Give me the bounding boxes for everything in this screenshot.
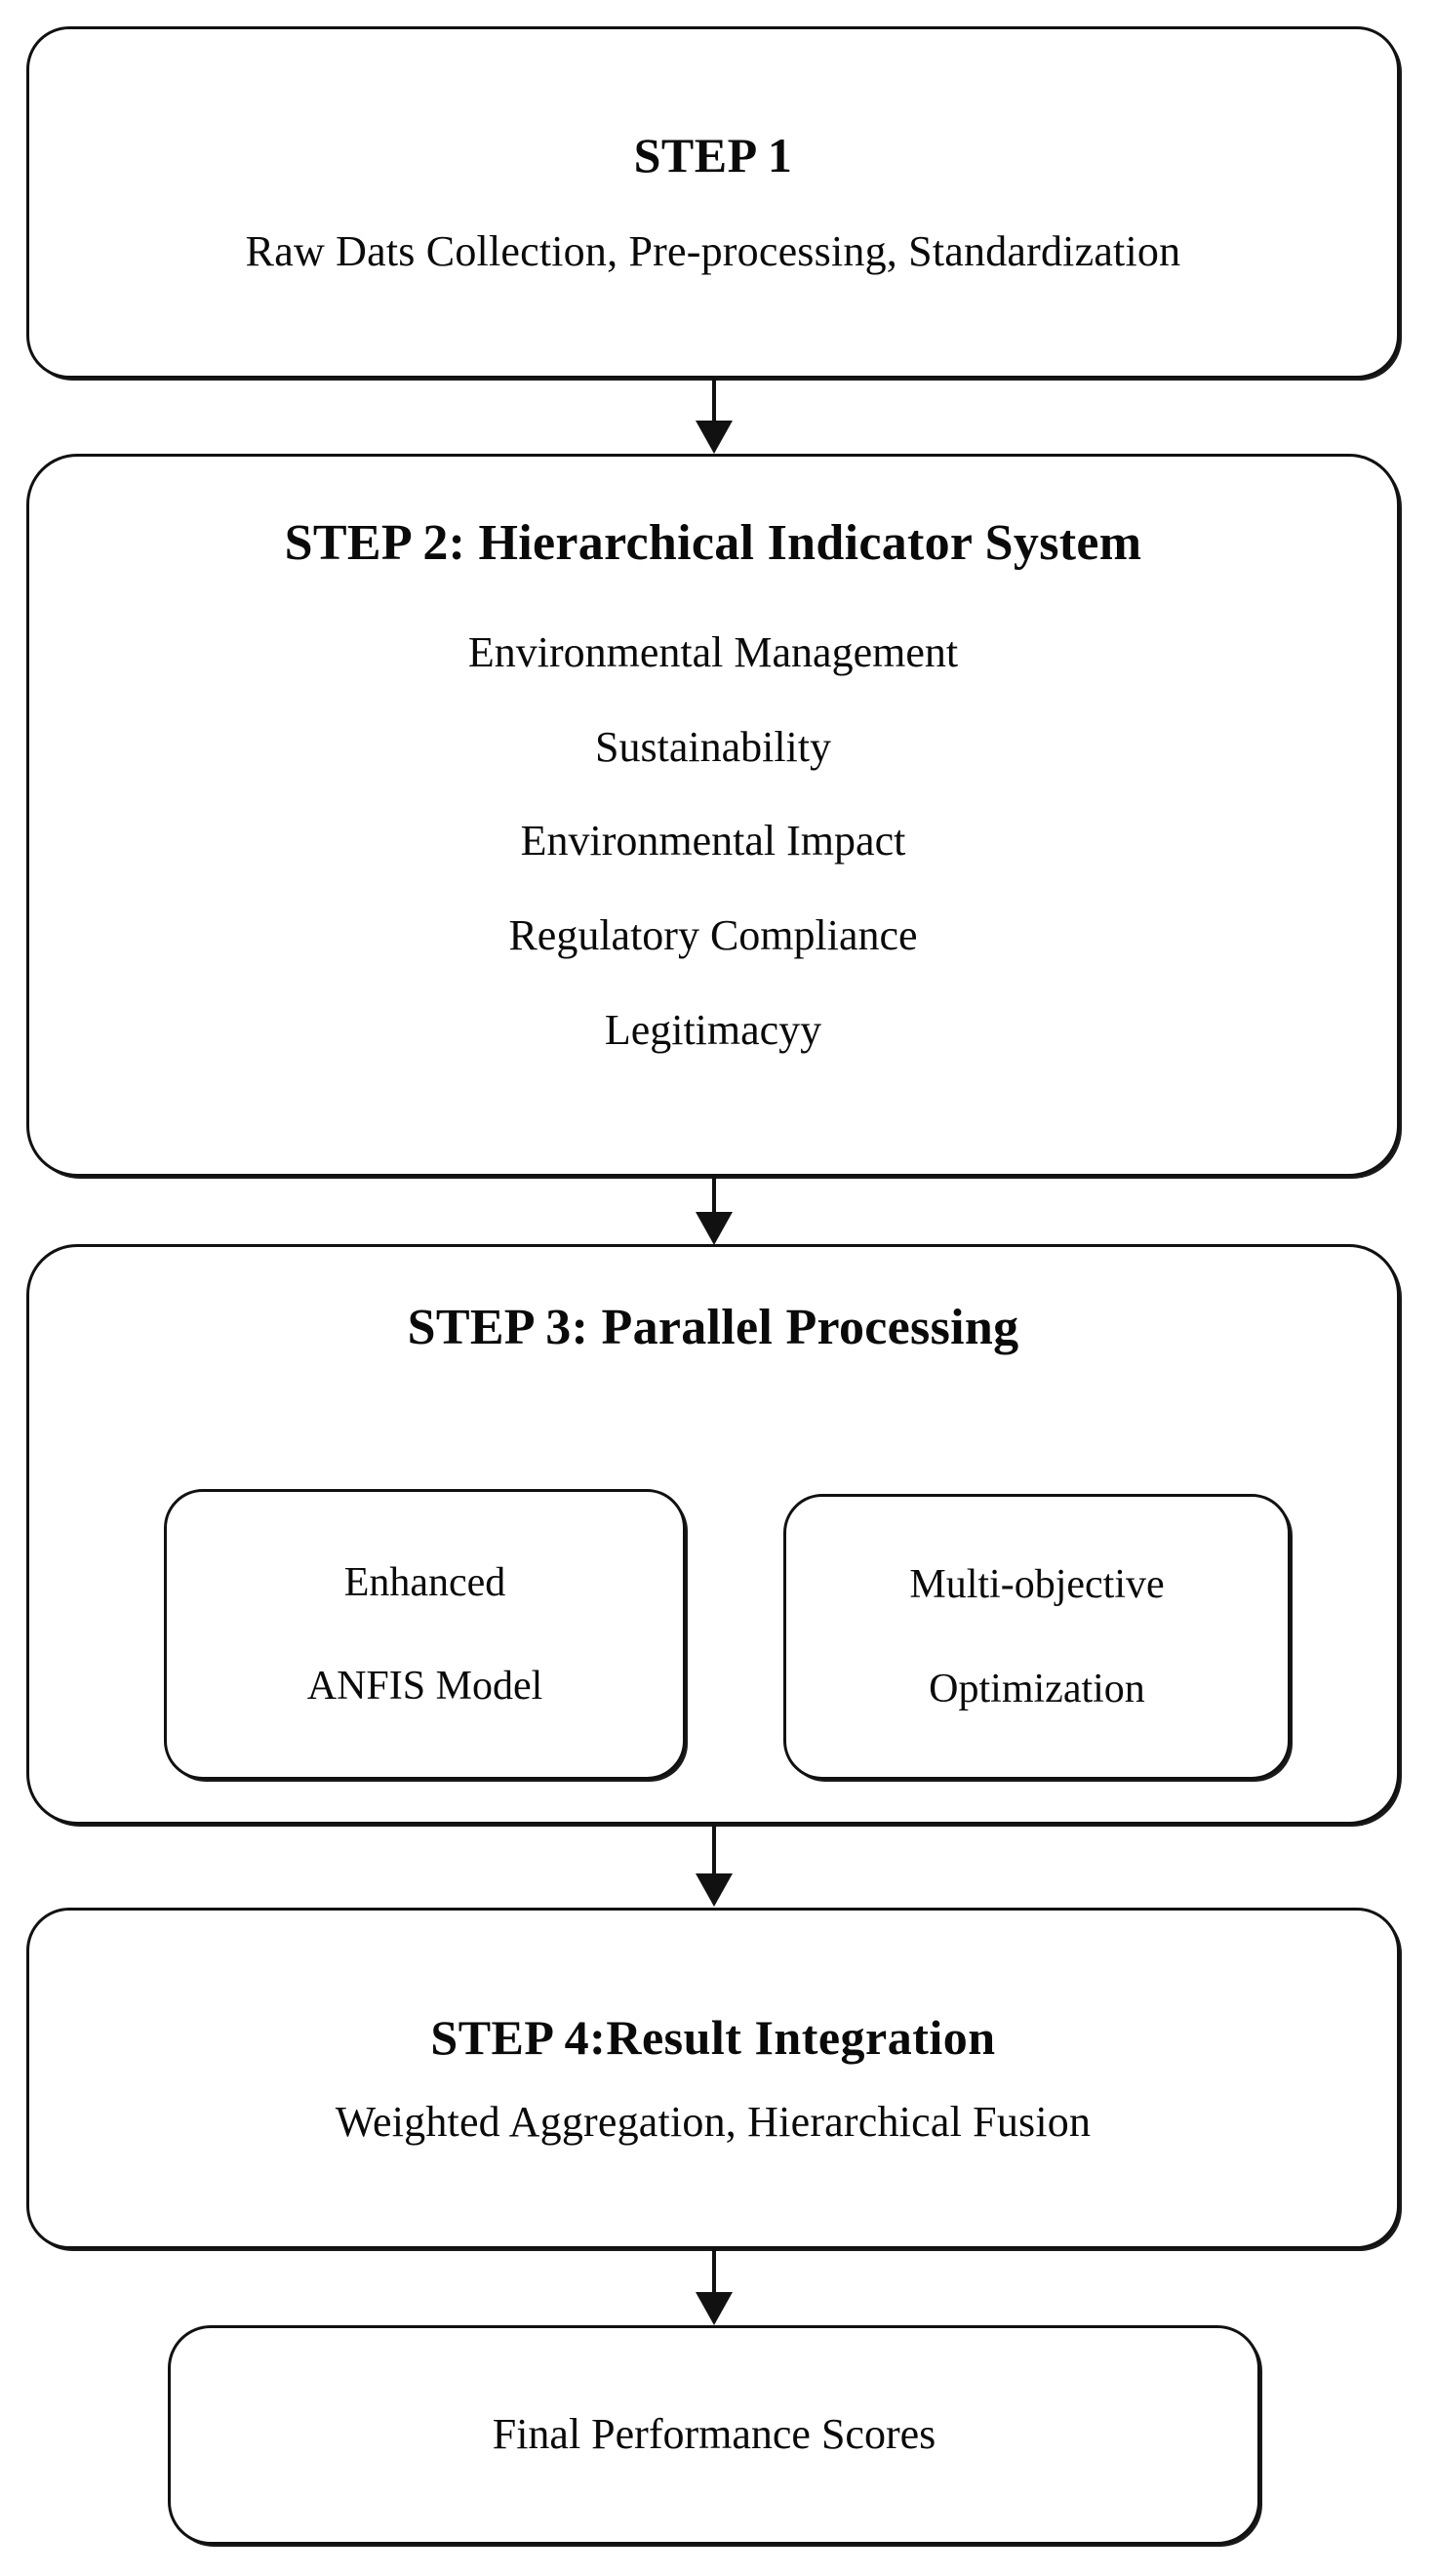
final-result-label: Final Performance Scores — [492, 2410, 936, 2459]
step-2-item-sustainability: Sustainability — [595, 722, 831, 771]
arrow-shaft — [712, 1177, 716, 1214]
branch-2-line-2: Optimization — [929, 1666, 1145, 1711]
step-2-item-legitimacy: Legitimacyy — [604, 1005, 822, 1054]
step-1-title: STEP 1 — [633, 128, 793, 183]
node-step-2[interactable]: STEP 2: Hierarchical Indicator System En… — [26, 454, 1400, 1177]
step-2-item-environmental-management: Environmental Management — [467, 628, 959, 677]
branch-2-line-1: Multi-objective — [909, 1562, 1165, 1608]
arrow-head-icon — [696, 1212, 733, 1245]
arrow-head-icon — [696, 1873, 733, 1907]
node-step-3[interactable]: STEP 3: Parallel Processing Enhanced ANF… — [26, 1244, 1400, 1825]
arrow-head-icon — [696, 2292, 733, 2325]
node-step-1[interactable]: STEP 1 Raw Dats Collection, Pre-processi… — [26, 26, 1400, 379]
step-2-item-regulatory-compliance: Regulatory Compliance — [508, 911, 918, 960]
step-2-item-environmental-impact: Environmental Impact — [520, 817, 906, 865]
branch-1-line-2: ANFIS Model — [306, 1664, 543, 1709]
step-1-subtitle: Raw Dats Collection, Pre-processing, Sta… — [245, 227, 1181, 276]
step-4-subtitle: Weighted Aggregation, Hierarchical Fusio… — [335, 2097, 1092, 2146]
arrow-shaft — [712, 1825, 716, 1875]
node-final-performance-scores[interactable]: Final Performance Scores — [168, 2325, 1260, 2545]
node-step-4[interactable]: STEP 4:Result Integration Weighted Aggre… — [26, 1908, 1400, 2249]
node-step-3-branch-enhanced-anfis[interactable]: Enhanced ANFIS Model — [164, 1489, 686, 1780]
step-4-title: STEP 4:Result Integration — [430, 2009, 996, 2065]
step-2-title: STEP 2: Hierarchical Indicator System — [284, 515, 1142, 571]
arrow-head-icon — [696, 421, 733, 454]
step-3-title: STEP 3: Parallel Processing — [407, 1300, 1019, 1355]
arrow-shaft — [712, 379, 716, 423]
node-step-3-branch-multiobjective-optimization[interactable]: Multi-objective Optimization — [783, 1494, 1291, 1780]
branch-1-line-1: Enhanced — [343, 1559, 506, 1605]
arrow-shaft — [712, 2249, 716, 2294]
